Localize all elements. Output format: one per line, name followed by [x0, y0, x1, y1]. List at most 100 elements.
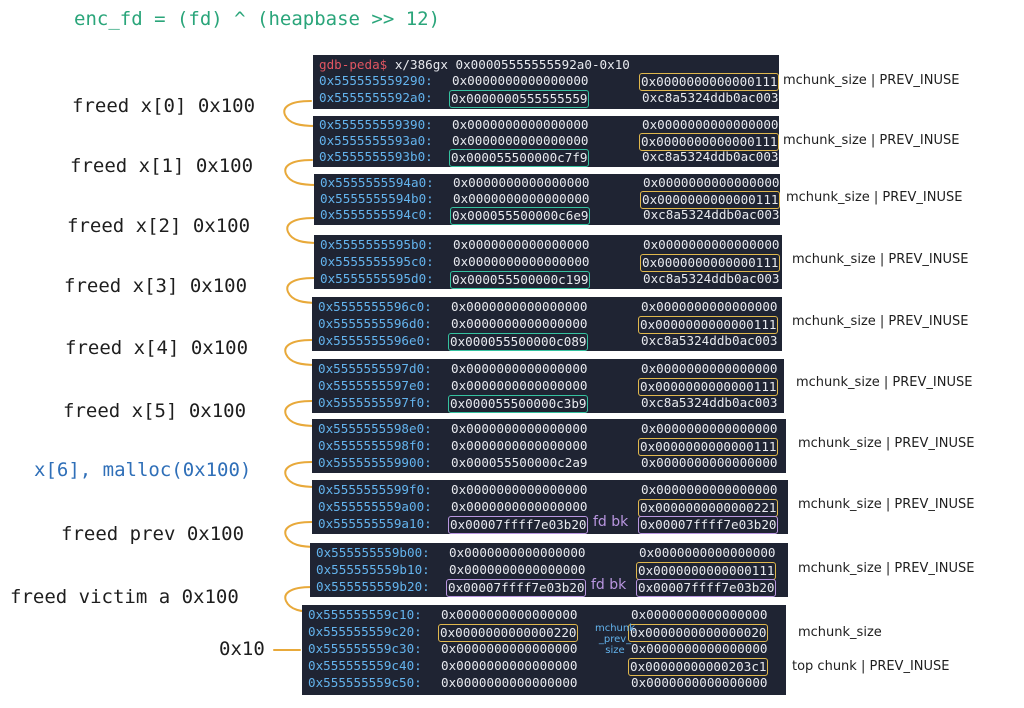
memory-row: 0x5555555594b0: 0x0000000000000000 0x000… [320, 191, 781, 209]
gdb-prompt: gdb-peda$ [319, 57, 388, 72]
prev-size-highlight: 0x0000000000000220 [438, 624, 579, 642]
memory-row: 0x5555555596d0: 0x0000000000000000 0x000… [318, 316, 779, 334]
memory-row: 0x555555559b20: 0x00007ffff7e03b20 0x000… [316, 579, 777, 597]
size-highlight: 0x0000000000000111 [640, 191, 781, 209]
label-freed-x2: freed x[2] 0x100 [67, 215, 251, 237]
size-highlight: 0x0000000000000111 [639, 133, 780, 151]
fd-highlight: 0x0000000555555559 [449, 90, 590, 108]
memory-row: 0x5555555595b0: 0x0000000000000000 0x000… [320, 237, 780, 252]
memory-row: 0x555555559a00: 0x0000000000000000 0x000… [318, 499, 779, 517]
label-freed-x5: freed x[5] 0x100 [63, 400, 247, 422]
heap-block-top: 0x555555559c10: 0x0000000000000000 0x000… [302, 605, 786, 695]
fd-highlight: 0x000055500000c6e9 [450, 207, 591, 225]
fd-highlight: 0x00007ffff7e03b20 [446, 579, 587, 597]
memory-row: 0x555555559b10: 0x0000000000000000 0x000… [316, 562, 777, 580]
gdb-command-line: gdb-peda$ x/386gx 0x00005555555592a0-0x1… [319, 57, 630, 73]
heap-block-x4: 0x5555555596c0: 0x0000000000000000 0x000… [312, 297, 782, 351]
size-highlight: 0x0000000000000221 [638, 499, 779, 517]
heap-block-victim: 0x555555559b00: 0x0000000000000000 0x000… [310, 543, 788, 597]
label-freed-victim: freed victim a 0x100 [10, 586, 239, 608]
note-mchunk-size-prev-inuse: mchunk_size | PREV_INUSE [798, 436, 975, 451]
fd-bk-annotation: fd bk [593, 514, 629, 530]
memory-row: 0x555555559b00: 0x0000000000000000 0x000… [316, 545, 776, 560]
heap-block-prev: 0x5555555599f0: 0x0000000000000000 0x000… [312, 480, 788, 534]
note-mchunk-size-prev-inuse: mchunk_size | PREV_INUSE [796, 375, 973, 390]
size-highlight: 0x0000000000000111 [638, 316, 779, 334]
fd-highlight: 0x00007ffff7e03b20 [448, 516, 589, 534]
mchunk-prev-size-annotation: mchunk _prev_ size [594, 623, 636, 656]
connector-x4 [284, 339, 318, 366]
size-highlight: 0x0000000000000111 [636, 562, 777, 580]
label-freed-x0: freed x[0] 0x100 [72, 95, 256, 117]
note-mchunk-size-prev-inuse: mchunk_size | PREV_INUSE [798, 561, 975, 576]
memory-row: 0x5555555593b0: 0x000055500000c7f9 0xc8a… [319, 149, 779, 167]
memory-row: 0x555555559c10: 0x0000000000000000 0x000… [308, 607, 768, 622]
label-freed-prev: freed prev 0x100 [61, 523, 245, 545]
memory-row: 0x5555555597e0: 0x0000000000000000 0x000… [318, 378, 779, 396]
memory-row: 0x5555555595d0: 0x000055500000c199 0xc8a… [320, 271, 780, 289]
memory-row: 0x5555555598e0: 0x0000000000000000 0x000… [318, 421, 778, 436]
memory-row: 0x5555555595c0: 0x0000000000000000 0x000… [320, 254, 781, 272]
connector-x6 [284, 461, 318, 488]
heap-block-x6: 0x5555555598e0: 0x0000000000000000 0x000… [312, 419, 786, 473]
fd-highlight: 0x000055500000c3b9 [448, 395, 589, 413]
size-highlight: 0x0000000000000111 [638, 378, 779, 396]
connector-prev [284, 521, 318, 548]
top-size-highlight: 0x00000000000203c1 [628, 658, 769, 676]
note-mchunk-size-prev-inuse: mchunk_size | PREV_INUSE [786, 190, 963, 205]
memory-row: 0x5555555599f0: 0x0000000000000000 0x000… [318, 482, 778, 497]
memory-row: 0x5555555596e0: 0x000055500000c089 0xc8a… [318, 333, 778, 351]
memory-row: 0x555555559c40: 0x0000000000000000 0x000… [308, 658, 769, 676]
note-mchunk-size-prev-inuse: mchunk_size | PREV_INUSE [798, 497, 975, 512]
connector-x3 [286, 277, 320, 304]
memory-row: 0x5555555597d0: 0x0000000000000000 0x000… [318, 361, 778, 376]
memory-row: 0x5555555594a0: 0x0000000000000000 0x000… [320, 175, 780, 190]
label-freed-x3: freed x[3] 0x100 [64, 275, 248, 297]
memory-row: 0x555555559c30: 0x0000000000000000 0x000… [308, 641, 768, 656]
formula-title: enc_fd = (fd) ^ (heapbase >> 12) [74, 8, 441, 30]
memory-row: 0x5555555593a0: 0x0000000000000000 0x000… [319, 133, 780, 151]
note-mchunk-size-prev-inuse: mchunk_size | PREV_INUSE [783, 133, 960, 148]
memory-row: 0x555555559c50: 0x0000000000000000 0x000… [308, 675, 768, 690]
note-mchunk-size-prev-inuse: mchunk_size | PREV_INUSE [792, 252, 969, 267]
size-highlight: 0x0000000000000111 [639, 73, 780, 91]
connector-x2 [286, 217, 320, 244]
memory-row: 0x5555555596c0: 0x0000000000000000 0x000… [318, 299, 778, 314]
heap-block-x2: 0x5555555594a0: 0x0000000000000000 0x000… [314, 174, 781, 225]
memory-row: 0x555555559290: 0x0000000000000000 0x000… [319, 73, 780, 91]
note-top-chunk: top chunk | PREV_INUSE [792, 659, 950, 674]
note-mchunk-size: mchunk_size [798, 625, 882, 640]
fd-highlight: 0x000055500000c7f9 [449, 149, 590, 167]
memory-row: 0x5555555597f0: 0x000055500000c3b9 0xc8a… [318, 395, 778, 413]
fd-bk-annotation: fd bk [591, 577, 627, 593]
memory-row: 0x555555559900: 0x000055500000c2a9 0x000… [318, 455, 778, 470]
label-x6-malloc: x[6], malloc(0x100) [34, 459, 252, 481]
bk-highlight: 0x00007ffff7e03b20 [636, 579, 777, 597]
heap-block-x0: gdb-peda$ x/386gx 0x00005555555592a0-0x1… [313, 55, 780, 109]
memory-row: 0x5555555594c0: 0x000055500000c6e9 0xc8a… [320, 207, 780, 225]
heap-block-x1: 0x555555559390: 0x0000000000000000 0x000… [313, 116, 780, 167]
label-size-0x10: 0x10 [219, 638, 265, 660]
connector-x0 [283, 100, 317, 127]
note-mchunk-size-prev-inuse: mchunk_size | PREV_INUSE [783, 73, 960, 88]
memory-row: 0x555555559390: 0x0000000000000000 0x000… [319, 117, 779, 132]
size-highlight: 0x0000000000000020 [628, 624, 769, 642]
connector-x1 [284, 159, 318, 186]
bk-highlight: 0x00007ffff7e03b20 [638, 516, 779, 534]
gdb-command: x/386gx 0x00005555555592a0-0x10 [387, 57, 630, 72]
memory-row: 0x555555559c20: 0x0000000000000220 0x000… [308, 624, 769, 642]
heap-block-x3: 0x5555555595b0: 0x0000000000000000 0x000… [314, 235, 782, 289]
size-highlight: 0x0000000000000111 [638, 438, 779, 456]
label-freed-x4: freed x[4] 0x100 [65, 337, 249, 359]
memory-row: 0x5555555598f0: 0x0000000000000000 0x000… [318, 438, 779, 456]
connector-x5 [284, 400, 318, 427]
fd-highlight: 0x000055500000c199 [450, 271, 591, 289]
memory-row: 0x555555559a10: 0x00007ffff7e03b20 0x000… [318, 516, 779, 534]
note-mchunk-size-prev-inuse: mchunk_size | PREV_INUSE [792, 314, 969, 329]
memory-row: 0x5555555592a0: 0x0000000555555559 0xc8a… [319, 90, 779, 108]
size-highlight: 0x0000000000000111 [640, 254, 781, 272]
fd-highlight: 0x000055500000c089 [448, 333, 589, 351]
label-freed-x1: freed x[1] 0x100 [70, 155, 254, 177]
heap-block-x5: 0x5555555597d0: 0x0000000000000000 0x000… [312, 359, 784, 413]
